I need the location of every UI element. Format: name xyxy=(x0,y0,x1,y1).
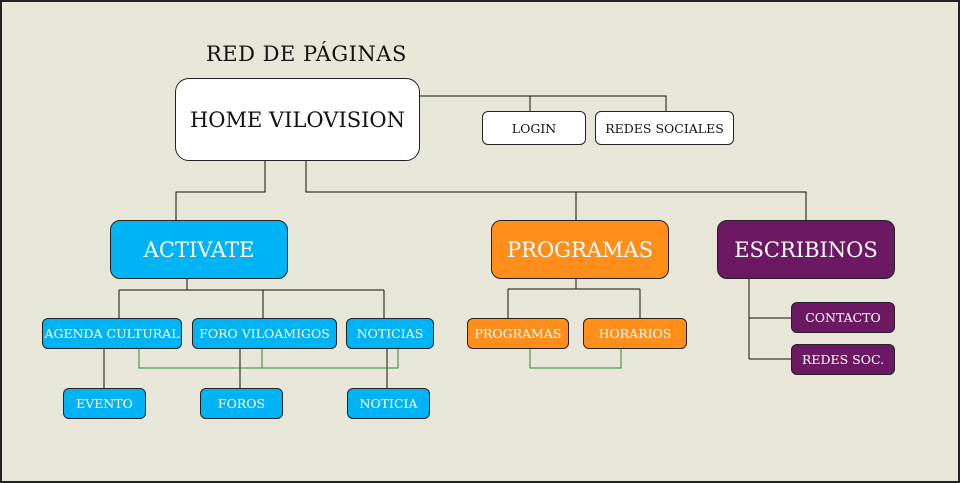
crosslink-activate-children xyxy=(138,349,399,369)
noticia-node[interactable]: NOTICIA xyxy=(347,388,430,419)
escribinos-node[interactable]: ESCRIBINOS xyxy=(717,220,895,279)
horarios-node[interactable]: HORARIOS xyxy=(583,318,687,349)
connector-home-top-links xyxy=(420,95,667,111)
connector-escribinos-children xyxy=(748,279,791,360)
noticias-node[interactable]: NOTICIAS xyxy=(346,318,434,349)
programas-sub-node[interactable]: PROGRAMAS xyxy=(467,318,569,349)
activate-node[interactable]: ACTIVATE xyxy=(110,220,288,279)
page-title: RED DE PÁGINAS xyxy=(206,42,407,66)
connector-activate-children xyxy=(118,279,385,318)
agenda-cultural-node[interactable]: AGENDA CULTURAL xyxy=(42,318,182,349)
foro-viloamigos-node[interactable]: FORO VILOAMIGOS xyxy=(192,318,337,349)
evento-node[interactable]: EVENTO xyxy=(63,388,146,419)
redes-soc-node[interactable]: REDES SOC. xyxy=(791,344,895,375)
home-node[interactable]: HOME VILOVISION xyxy=(175,78,420,161)
login-node[interactable]: LOGIN xyxy=(482,111,586,145)
connector-programas-children xyxy=(507,279,641,318)
foros-node[interactable]: FOROS xyxy=(200,388,283,419)
programas-node[interactable]: PROGRAMAS xyxy=(491,220,669,279)
crosslink-programas-children xyxy=(529,349,622,369)
connector-home-activate xyxy=(175,161,266,220)
redes-sociales-node[interactable]: REDES SOCIALES xyxy=(595,111,734,145)
connector-home-programas-escribinos xyxy=(305,161,807,220)
contacto-node[interactable]: CONTACTO xyxy=(791,302,895,333)
